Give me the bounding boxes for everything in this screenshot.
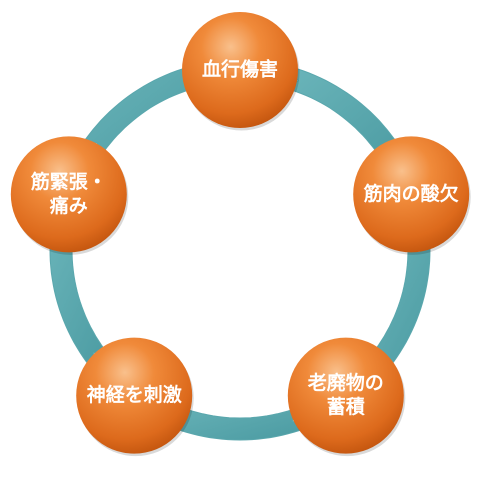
cycle-arrows — [39, 54, 431, 441]
node-circle — [287, 337, 404, 454]
node-label: 蓄積 — [327, 395, 365, 418]
node-circle — [10, 136, 127, 253]
node-circle — [353, 136, 470, 253]
cycle-node-muscle-tension-pain: 筋緊張・痛み — [10, 136, 129, 255]
node-label: 筋緊張・ — [31, 170, 107, 193]
cycle-node-muscle-deficiency: 筋肉の酸欠 — [353, 136, 471, 255]
node-circle — [182, 12, 298, 128]
node-label: 老廃物の — [308, 371, 384, 394]
node-label: 血行傷害 — [202, 58, 278, 81]
node-label: 痛み — [50, 194, 88, 217]
cycle-node-nerve-stimulation: 神経を刺激 — [76, 337, 194, 457]
node-label: 神経を刺激 — [87, 383, 182, 406]
node-label: 筋肉の酸欠 — [364, 182, 459, 205]
cycle-node-blood-flow: 血行傷害 — [182, 12, 300, 131]
node-circle — [76, 337, 193, 454]
